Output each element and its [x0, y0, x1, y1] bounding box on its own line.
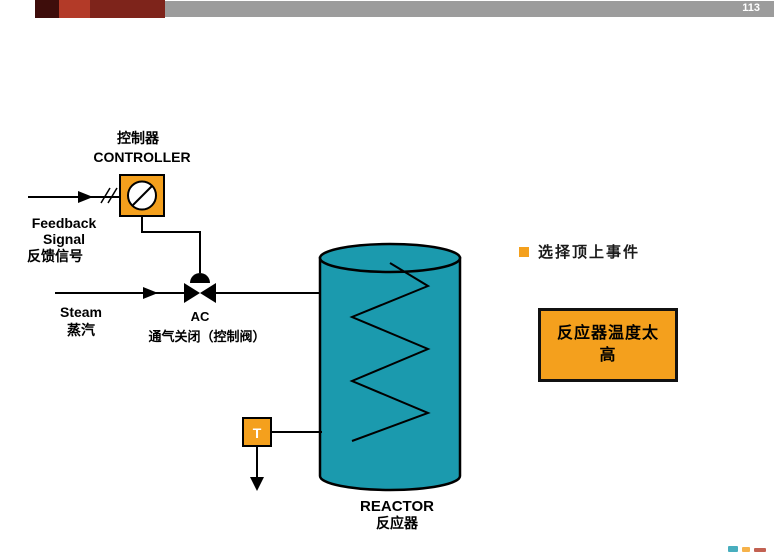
temperature-sensor-box [242, 417, 272, 447]
steam-arrowhead-icon [143, 287, 158, 299]
controller-to-valve-line [141, 216, 201, 273]
top-event-text: 反应器温度太高 [556, 325, 659, 364]
top-event-bullet-row: 选择顶上事件 [519, 241, 640, 262]
valve-actuator-dome [190, 273, 210, 283]
valve-body-left [184, 283, 200, 303]
bullet-label: 选择顶上事件 [538, 244, 641, 261]
top-bar-gray-strip [165, 1, 774, 17]
reactor-label-cn: 反应器 [376, 515, 419, 531]
controller-label-en: CONTROLLER [93, 149, 190, 165]
heating-coil [349, 262, 431, 442]
bullet-square-icon [519, 246, 529, 257]
top-bar-block-dark [35, 0, 59, 18]
reactor-label-en: REACTOR [360, 498, 434, 515]
footer-logo [728, 546, 766, 552]
page-number: 113 [742, 2, 760, 14]
valve-code-label: AC [191, 309, 210, 324]
signal-slash-2 [107, 187, 118, 204]
sensor-output-arrowhead-icon [250, 477, 264, 491]
feedback-arrowhead-icon [78, 191, 93, 203]
controller-dial-needle [132, 185, 153, 206]
top-event-box: 反应器温度太高 [538, 308, 678, 382]
reactor-vessel-body [318, 256, 462, 492]
reactor-vessel-top [318, 242, 462, 274]
top-bar-block-maroon [90, 0, 165, 18]
valve-description-label: 通气关闭（控制阀） [148, 329, 265, 344]
temperature-sensor-letter: T [253, 425, 262, 441]
footer-logo-mark-teal [728, 546, 738, 552]
steam-label-cn: 蒸汽 [67, 322, 95, 338]
footer-logo-mark-orange [742, 547, 750, 552]
steam-label-en: Steam [60, 304, 102, 320]
valve-body-right [200, 283, 216, 303]
feedback-label-line1: Feedback [32, 215, 97, 231]
feedback-label-line2: Signal [43, 231, 85, 247]
feedback-label-cn: 反馈信号 [27, 248, 83, 264]
footer-logo-mark-red [754, 548, 766, 552]
controller-label-cn: 控制器 [117, 130, 160, 146]
top-bar: 113 [0, 0, 774, 18]
top-bar-block-red [59, 0, 90, 18]
signal-slash-1 [100, 187, 111, 204]
